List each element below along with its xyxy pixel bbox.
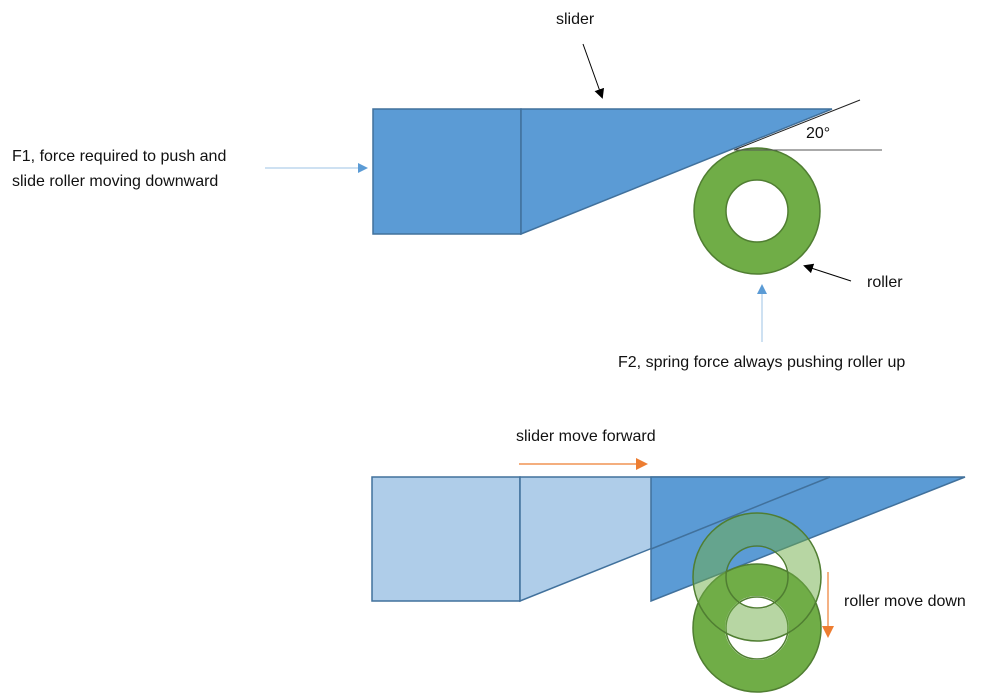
f2-label: F2, spring force always pushing roller u… bbox=[618, 354, 905, 371]
angle-label: 20° bbox=[806, 125, 830, 142]
roller-label: roller bbox=[867, 274, 903, 291]
roller-move-label: roller move down bbox=[844, 593, 966, 610]
wedge-original-edge bbox=[650, 476, 831, 550]
roller-pointer-arrow bbox=[803, 263, 852, 282]
slider-block bbox=[372, 108, 522, 235]
top-diagram: 20° slider F1, force required to push an… bbox=[12, 11, 905, 371]
f1-label-line1: F1, force required to push and bbox=[12, 148, 226, 165]
roller-original-ghost bbox=[693, 513, 821, 641]
slider-block-original bbox=[371, 476, 521, 602]
bottom-diagram: slider move forward roller move down bbox=[371, 428, 966, 693]
slider-label: slider bbox=[556, 11, 595, 28]
slider-pointer-arrow bbox=[582, 43, 605, 99]
roller-ghost-outline bbox=[692, 512, 822, 642]
roller bbox=[693, 147, 821, 275]
roller-ghost-inner bbox=[725, 545, 789, 609]
slider-move-label: slider move forward bbox=[516, 428, 656, 445]
f1-label-line2: slide roller moving downward bbox=[12, 173, 218, 190]
slider-wedge bbox=[520, 108, 833, 236]
angle-line-incline bbox=[733, 99, 861, 151]
